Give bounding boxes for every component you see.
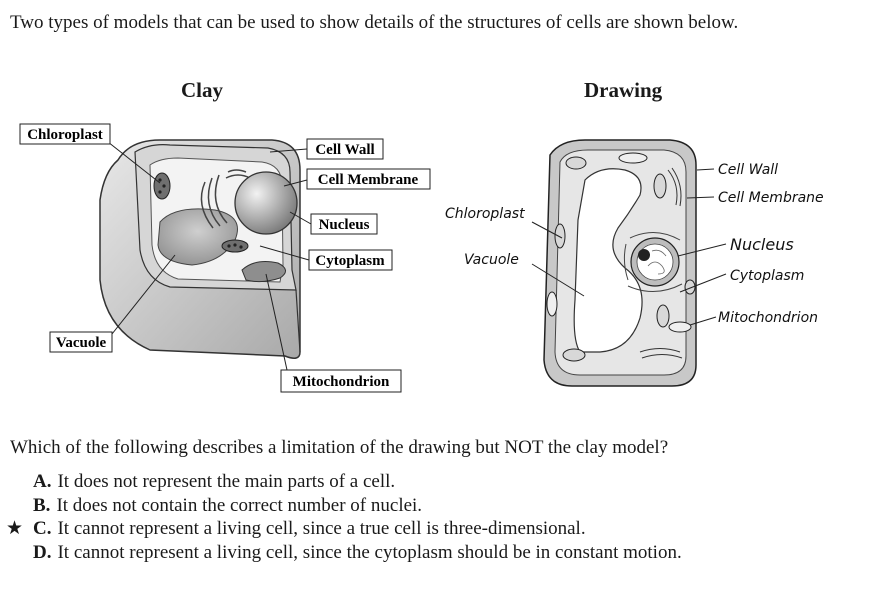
drawing-leader-lines	[531, 168, 727, 326]
clay-label-nucleus: Nucleus	[310, 213, 378, 235]
choice-c[interactable]: ★ C.It cannot represent a living cell, si…	[6, 517, 850, 541]
drawing-label-nucleus: Nucleus	[730, 235, 794, 254]
drawing-label-cytoplasm: Cytoplasm	[730, 268, 804, 284]
drawing-heading: Drawing	[584, 78, 663, 102]
answer-choices: A.It does not represent the main parts o…	[6, 470, 850, 565]
question-text: Which of the following describes a limit…	[10, 437, 669, 458]
svg-text:Cell Membrane: Cell Membrane	[318, 172, 419, 188]
choice-text: It cannot represent a living cell, since…	[57, 541, 682, 563]
clay-heading: Clay	[181, 78, 223, 102]
clay-leader-lines	[107, 141, 312, 371]
clay-label-vacuole: Vacuole	[49, 331, 113, 353]
clay-cell-model	[99, 139, 301, 359]
drawing-label-cell-wall: Cell Wall	[718, 162, 778, 178]
svg-text:Cell Wall: Cell Wall	[315, 142, 374, 158]
drawing-label-chloroplast: Chloroplast	[445, 206, 525, 222]
svg-text:Nucleus: Nucleus	[319, 217, 370, 233]
choice-letter: D.	[33, 541, 52, 563]
clay-label-cell-wall: Cell Wall	[306, 138, 384, 160]
choice-letter: C.	[33, 518, 52, 539]
drawing-cell-model	[543, 139, 697, 387]
clay-label-cytoplasm: Cytoplasm	[308, 249, 393, 271]
drawing-label-mitochondrion: Mitochondrion	[718, 310, 818, 326]
choice-b[interactable]: B.It does not contain the correct number…	[10, 494, 850, 518]
clay-label-cell-membrane: Cell Membrane	[306, 168, 431, 190]
svg-text:Vacuole: Vacuole	[56, 335, 107, 351]
choice-text: It does not contain the correct number o…	[56, 494, 423, 516]
choice-letter: B.	[33, 494, 51, 516]
choice-a[interactable]: A.It does not represent the main parts o…	[10, 470, 850, 494]
drawing-label-cell-membrane: Cell Membrane	[718, 190, 824, 206]
clay-label-mitochondrion: Mitochondrion	[280, 369, 402, 393]
intro-text: Two types of models that can be used to …	[10, 12, 739, 33]
correct-star-icon: ★	[6, 518, 24, 539]
choice-letter: A.	[33, 471, 52, 492]
svg-text:Chloroplast: Chloroplast	[27, 127, 103, 143]
drawing-label-vacuole: Vacuole	[464, 252, 519, 268]
clay-label-chloroplast: Chloroplast	[19, 123, 111, 145]
choice-d[interactable]: D.It cannot represent a living cell, sin…	[10, 541, 850, 565]
svg-text:Mitochondrion: Mitochondrion	[293, 374, 390, 390]
cell-models-figure: Chloroplast Cell Wall Cell Membrane Nucl…	[19, 123, 824, 393]
choice-text: It does not represent the main parts of …	[57, 471, 396, 492]
svg-text:Cytoplasm: Cytoplasm	[315, 253, 385, 269]
choice-text: It cannot represent a living cell, since…	[57, 518, 586, 539]
